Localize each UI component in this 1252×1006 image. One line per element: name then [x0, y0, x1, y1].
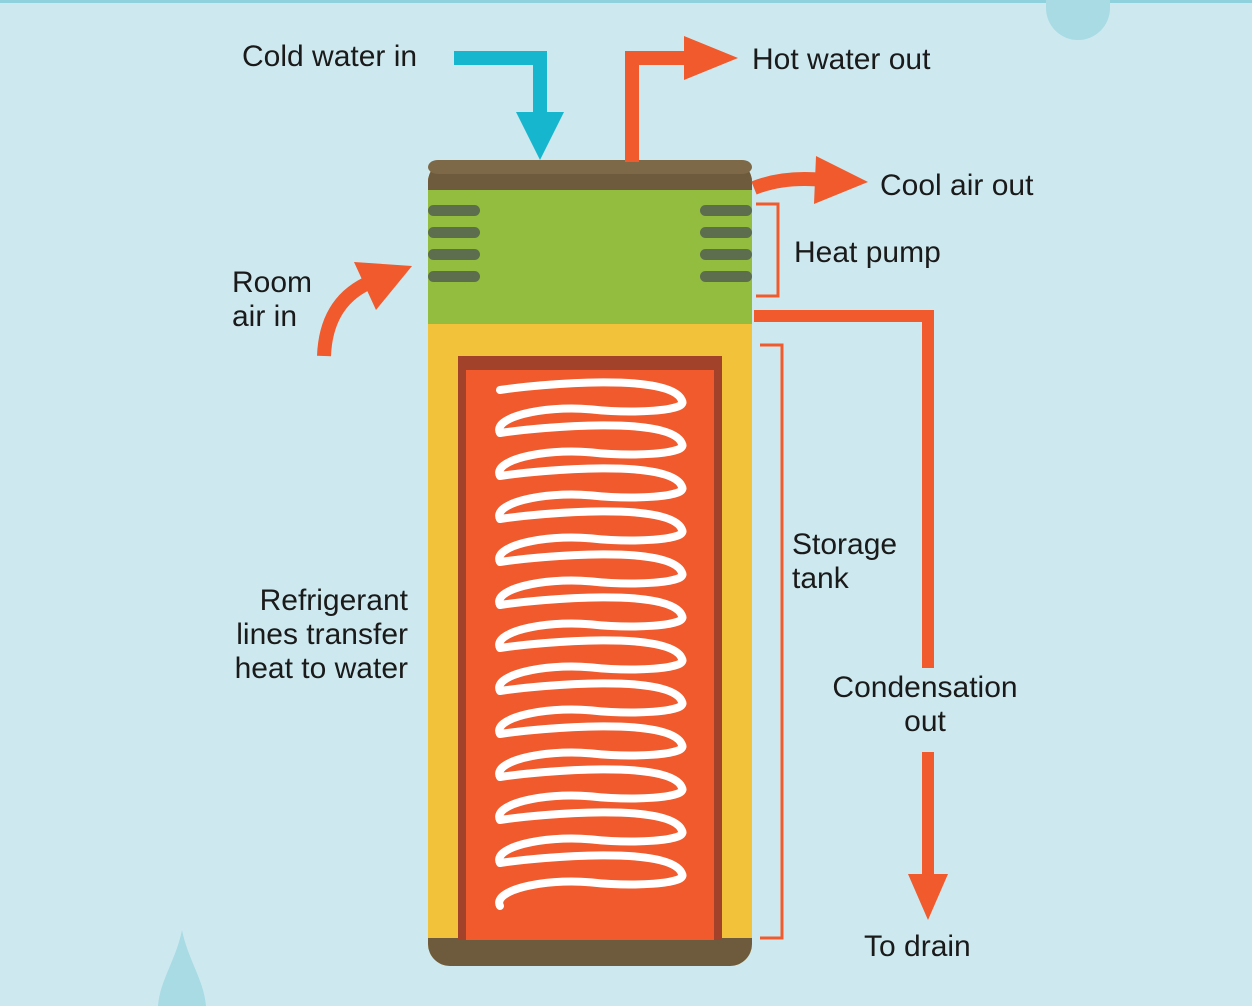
hot-water-out-label: Hot water out: [752, 43, 931, 76]
storage-tank-label: Storage tank: [792, 528, 898, 595]
room-air-in-arrow: [317, 262, 412, 357]
refrigerant-lines-label: Refrigerant lines transfer heat to water: [234, 584, 408, 685]
hot-water-out-arrow: [625, 36, 738, 162]
right-vent: [700, 205, 752, 282]
top-border-line: [0, 0, 1252, 3]
refrigerant-coil: [495, 378, 687, 910]
condensation-out-line: [754, 310, 948, 920]
cold-water-in-label: Cold water in: [242, 40, 418, 73]
cool-air-out-label: Cool air out: [880, 169, 1034, 202]
cool-air-out-arrow: [751, 156, 868, 204]
decorative-bubble: [1046, 0, 1110, 40]
room-air-in-label: Room air in: [232, 266, 313, 333]
tank-bottom-cap: [428, 938, 752, 966]
to-drain-arrowhead: [908, 874, 948, 920]
left-vent: [428, 205, 480, 282]
storage-tank-bracket: [760, 343, 784, 940]
heat-pump-label: Heat pump: [794, 236, 941, 269]
cold-water-in-arrow: [454, 51, 564, 160]
decorative-droplet: [158, 930, 206, 1006]
heat-pump-unit: [428, 190, 752, 324]
condensation-out-label: Condensation out: [832, 671, 1018, 738]
to-drain-label: To drain: [864, 930, 971, 963]
heat-pump-bracket: [756, 202, 780, 298]
